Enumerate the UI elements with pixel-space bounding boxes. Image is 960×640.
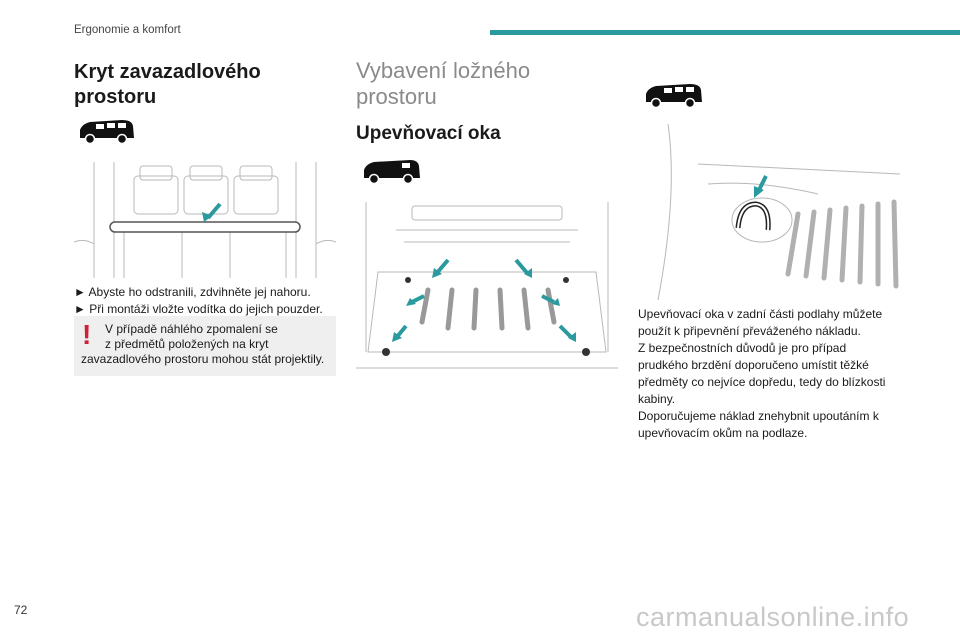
van-passenger-icon xyxy=(80,120,134,145)
page-number: 72 xyxy=(14,603,28,617)
watermark: carmanualsonline.info xyxy=(636,602,910,632)
warning-icon: ! xyxy=(82,319,92,350)
cargo-cover-illustration xyxy=(74,162,336,278)
section-header: Ergonomie a komfort xyxy=(74,24,181,36)
instructions-list: ► Abyste ho odstranili, zdvihněte jej na… xyxy=(74,284,323,318)
instruction-remove: ► Abyste ho odstranili, zdvihněte jej na… xyxy=(74,285,311,299)
section-title-cargo-cover: Kryt zavazadlového prostoru xyxy=(74,61,261,108)
subsection-title-lashing-eyes: Upevňovací oka xyxy=(356,123,501,144)
van-passenger-icon-2 xyxy=(646,84,702,109)
warning-text: V případě náhlého zpomalení se z předmět… xyxy=(81,322,325,366)
rear-lashing-eye-illustration xyxy=(657,124,900,300)
warning-box: ! V případě náhlého zpomalení se z předm… xyxy=(74,316,336,376)
header-accent-bar xyxy=(490,30,960,35)
lashing-eyes-description: Upevňovací oka v zadní části podlahy můž… xyxy=(638,307,886,440)
section-title-cargo-equipment: Vybavení ložného prostoru xyxy=(356,58,531,109)
van-cargo-icon xyxy=(364,160,420,185)
instruction-install: ► Při montáži vložte vodítka do jejich p… xyxy=(74,302,323,316)
cargo-floor-lashing-illustration xyxy=(356,202,618,369)
